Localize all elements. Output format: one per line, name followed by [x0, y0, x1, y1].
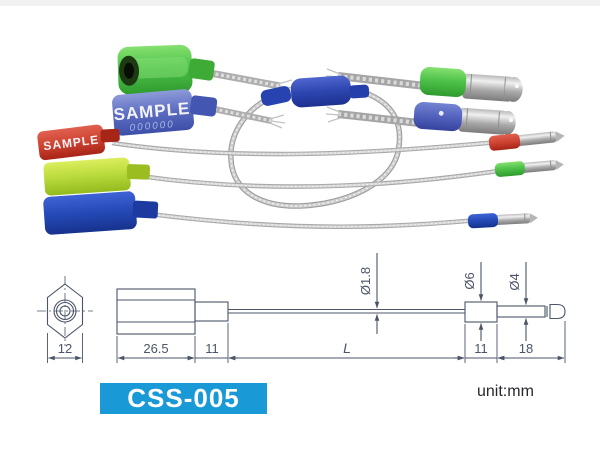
- extension-lines: [116, 321, 566, 363]
- dim-neck-length: 11: [205, 341, 219, 356]
- blue-sleeve-pin: [413, 102, 516, 135]
- cable-outline: [228, 308, 465, 314]
- barrel-body: [290, 75, 352, 108]
- model-code-badge: CSS-005: [100, 383, 267, 414]
- dim-tip-diameter: Ø4: [507, 273, 522, 290]
- unit-note: unit:mm: [477, 383, 534, 400]
- blue-sample-seal: SAMPLE 000000: [112, 89, 218, 136]
- navy-seal: [43, 191, 159, 235]
- technical-drawing: [37, 253, 566, 363]
- lime-seal-cable: [139, 167, 506, 189]
- seal-neck: [126, 164, 151, 180]
- center-barrel-seal: [260, 75, 370, 108]
- dim-body-length: 26.5: [143, 341, 168, 356]
- right-braided-cable-bottom: [325, 106, 420, 127]
- barrel-stub: [348, 84, 370, 99]
- green-sleeve: [419, 67, 467, 97]
- lock-block-outline: [464, 301, 498, 323]
- product-photo: SAMPLE 000000 SAMPLE: [0, 0, 600, 235]
- lime-seal: [43, 157, 151, 196]
- dim-block-length: 11: [474, 341, 488, 356]
- red-small-sleeve-pin: [488, 131, 565, 151]
- dim-tip-length: 18: [519, 341, 533, 356]
- navy-seal-cable: [149, 211, 479, 230]
- neck-outline: [194, 301, 229, 322]
- drawing-dimension-labels: 12 26.5 11 L 11 18 Ø1.8 Ø6 Ø4: [58, 267, 533, 356]
- green-hex-seal: [117, 44, 215, 95]
- sleeve-highlight-dot: [438, 110, 444, 116]
- blue-small-sleeve: [467, 213, 499, 229]
- red-seal-cable: [111, 139, 499, 157]
- green-small-sleeve-pin: [494, 160, 564, 177]
- seal-neck: [100, 128, 120, 143]
- blue-seal-serial-text: 000000: [129, 119, 175, 134]
- green-sleeve-pin: [419, 67, 523, 102]
- blue-sample-seal-cable-stub: [213, 105, 286, 129]
- barrel-ferrule: [260, 86, 292, 106]
- seal-side-view: [116, 288, 566, 335]
- seal-neck: [132, 200, 159, 219]
- center-seal-loop-cable: [228, 91, 403, 209]
- green-small-sleeve: [494, 161, 526, 177]
- red-sample-seal: SAMPLE: [37, 124, 120, 161]
- dim-cable-diameter: Ø1.8: [358, 267, 373, 295]
- dim-hex-width: 12: [58, 341, 72, 356]
- diameter-leaders: [374, 253, 529, 341]
- hex-end-view: [37, 276, 93, 363]
- seal-neck: [188, 58, 215, 81]
- pin-shaft-outline: [496, 305, 546, 318]
- photo-top-edge: [0, 0, 600, 6]
- red-sleeve: [488, 133, 521, 151]
- dim-block-diameter: Ø6: [462, 272, 477, 289]
- blue-sleeve: [413, 102, 463, 132]
- metal-pin: [462, 73, 514, 102]
- seal-neck: [189, 95, 218, 117]
- red-seal-sample-text: SAMPLE: [43, 133, 100, 154]
- dim-cable-length: L: [343, 340, 351, 356]
- pin-tip-outline: [549, 303, 566, 320]
- hex-body-outline: [116, 288, 196, 335]
- metal-pin: [458, 107, 508, 135]
- blue-small-sleeve-pin: [467, 213, 538, 229]
